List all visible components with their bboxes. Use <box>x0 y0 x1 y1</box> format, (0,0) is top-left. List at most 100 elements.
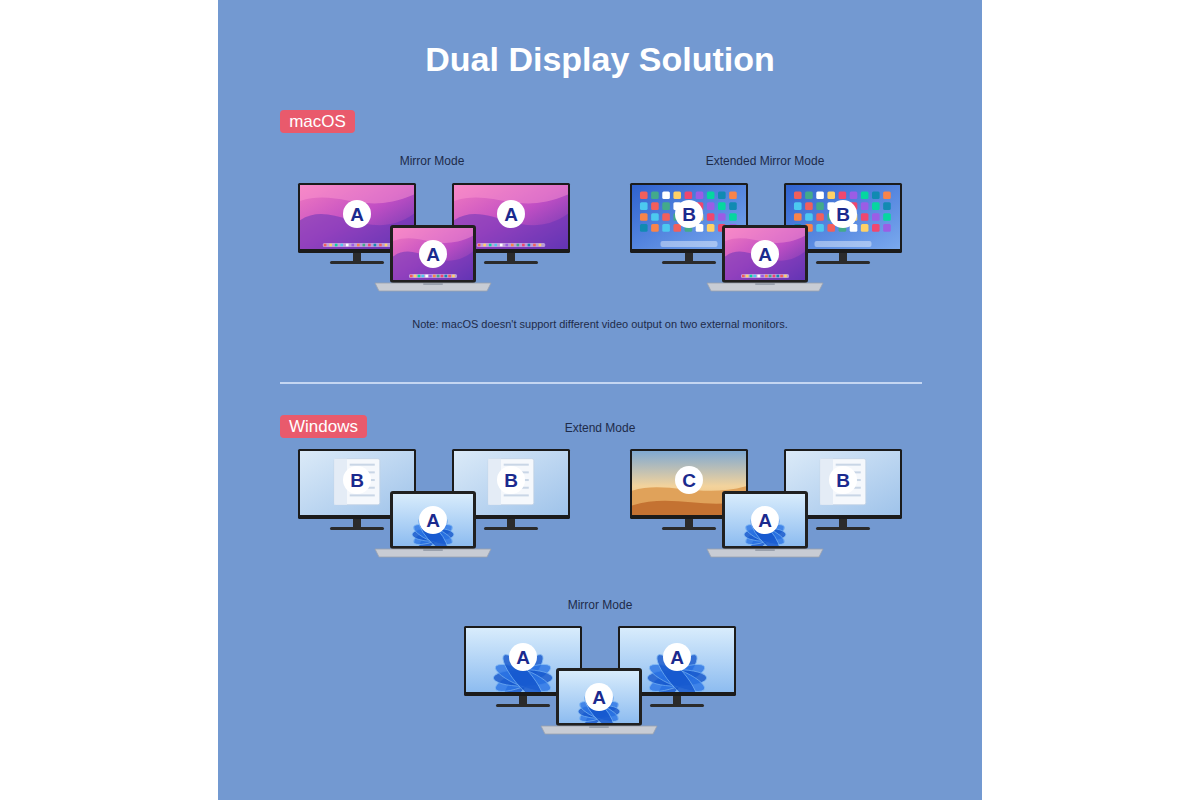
illustration-part <box>334 459 380 505</box>
illustration-part <box>805 213 813 221</box>
display-setup <box>630 449 902 557</box>
screen-letter-circle: A <box>509 643 537 671</box>
illustration-part <box>433 275 436 278</box>
screen-letter: A <box>670 648 684 667</box>
illustration-part <box>385 244 388 247</box>
os-badge: Windows <box>280 415 367 438</box>
mode-caption: Extended Mirror Mode <box>706 154 825 168</box>
screen-letter-circle: A <box>751 240 779 268</box>
illustration-part <box>685 191 693 199</box>
monitor-neck <box>353 519 361 528</box>
display-setup <box>298 183 570 291</box>
monitor-foot <box>484 261 538 264</box>
monitor-neck <box>507 253 515 262</box>
screen-letter-circle: B <box>675 200 703 228</box>
illustration-part <box>640 213 648 221</box>
screen-letter: A <box>426 245 440 264</box>
illustration-part <box>517 244 520 247</box>
note-text: Note: macOS doesn't support different vi… <box>412 318 788 330</box>
illustration-part <box>827 191 835 199</box>
monitor-neck <box>519 696 527 705</box>
illustration-part <box>437 275 440 278</box>
illustration-part <box>323 243 391 247</box>
mode-caption: Mirror Mode <box>568 598 633 612</box>
illustration-part <box>651 213 659 221</box>
illustration-part <box>872 202 880 210</box>
illustration-part <box>522 244 525 247</box>
monitor-foot <box>650 704 704 707</box>
laptop-notch <box>755 549 775 551</box>
illustration-part <box>393 228 473 280</box>
illustration-part <box>445 275 448 278</box>
display-setup <box>630 183 902 291</box>
illustration-part <box>696 191 704 199</box>
illustration-part <box>861 213 869 221</box>
screen-win <box>559 671 639 723</box>
monitor-foot <box>816 527 870 530</box>
illustration-part <box>329 244 332 247</box>
illustration-part <box>883 224 891 232</box>
screen-letter-circle: A <box>497 200 525 228</box>
laptop-notch <box>423 549 443 551</box>
screen-win <box>393 494 473 546</box>
illustration-part <box>488 459 534 505</box>
illustration-part <box>780 275 783 278</box>
illustration-part <box>494 244 497 247</box>
illustration-part <box>872 224 880 232</box>
illustration-part <box>651 202 659 210</box>
illustration-part <box>816 191 824 199</box>
illustration-part <box>816 213 824 221</box>
screen-letter-circle: B <box>343 466 371 494</box>
illustration-part <box>651 224 659 232</box>
illustration-part <box>707 202 715 210</box>
illustration-part <box>324 244 327 247</box>
screen-letter-circle: C <box>675 466 703 494</box>
illustration-part <box>805 202 813 210</box>
illustration-part <box>441 275 444 278</box>
screen-letter-circle: A <box>419 240 447 268</box>
illustration-part <box>662 213 670 221</box>
illustration-part <box>673 191 681 199</box>
illustration-part <box>640 224 648 232</box>
laptop-base <box>707 549 823 557</box>
illustration-part <box>409 274 457 278</box>
laptop-notch <box>423 283 443 285</box>
illustration-part <box>741 274 789 278</box>
illustration-part <box>363 244 366 247</box>
illustration-part <box>750 275 753 278</box>
page-title: Dual Display Solution <box>425 40 774 79</box>
illustration-part <box>640 191 648 199</box>
illustration-part <box>661 241 718 247</box>
illustration-part <box>765 275 768 278</box>
illustration-part <box>836 494 861 496</box>
monitor-neck <box>839 253 847 262</box>
screen-letter: A <box>516 648 530 667</box>
illustration-part <box>350 494 375 496</box>
illustration-part <box>761 275 764 278</box>
screen-win <box>725 494 805 546</box>
illustration-part <box>478 244 481 247</box>
illustration-part <box>816 224 824 232</box>
illustration-part <box>368 244 371 247</box>
laptop-base <box>375 549 491 557</box>
os-badge: macOS <box>280 110 355 133</box>
illustration-part <box>729 191 737 199</box>
illustration-part <box>410 275 413 278</box>
illustration-part <box>769 275 772 278</box>
background-panel <box>218 0 982 800</box>
illustration-part <box>861 191 869 199</box>
display-setup <box>464 626 736 734</box>
screen-letter: A <box>758 245 772 264</box>
badge-text: Windows <box>289 418 358 435</box>
illustration-part <box>777 275 780 278</box>
illustration-part <box>861 224 869 232</box>
monitor-neck <box>673 696 681 705</box>
monitor-foot <box>330 261 384 264</box>
illustration-part <box>794 213 802 221</box>
monitor-foot <box>662 527 716 530</box>
screen-letter-circle: A <box>751 506 779 534</box>
screen-letter-circle: B <box>829 466 857 494</box>
screen-letter: B <box>836 205 850 224</box>
illustration-part <box>351 244 354 247</box>
